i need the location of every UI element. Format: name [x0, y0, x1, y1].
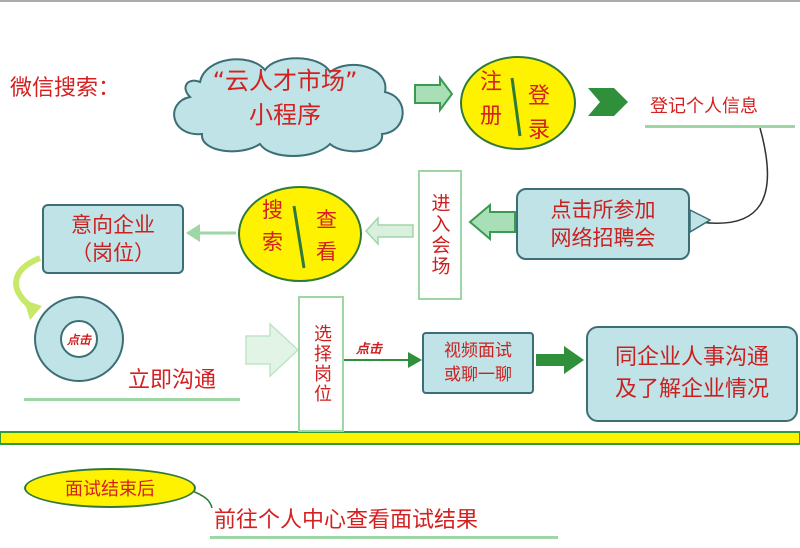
- instant-chat-label[interactable]: 立即沟通: [128, 368, 217, 393]
- enter-venue-box[interactable]: 进入会场: [418, 170, 462, 300]
- curve-to-fair: [699, 127, 769, 224]
- arrow-to-video-head: [408, 352, 422, 368]
- register-info-label: 登记个人信息: [650, 96, 758, 117]
- choose-position-box[interactable]: 选择岗位: [298, 296, 344, 432]
- video-line-1: 视频面试: [444, 341, 512, 361]
- search-bottom-char: 索: [262, 230, 283, 254]
- view-result-underline: [210, 536, 558, 539]
- hr-communication-box[interactable]: 同企业人事沟通 及了解企业情况: [586, 326, 798, 422]
- register-login-oval[interactable]: [460, 56, 576, 150]
- search-top-char: 搜: [262, 198, 283, 222]
- view-text: 查 看: [316, 204, 337, 268]
- video-line-2: 或聊一聊: [444, 365, 512, 385]
- click-fair-line-1: 点击所参加: [550, 198, 656, 222]
- chevron-to-info: [588, 88, 628, 116]
- curve-to-circle-head: [24, 300, 42, 320]
- divider-bar: [0, 431, 800, 445]
- arrow-to-venue: [468, 202, 516, 242]
- cloud-line-2: 小程序: [249, 101, 321, 129]
- hr-line-1: 同企业人事沟通: [614, 345, 769, 370]
- arrow-to-company-head: [186, 224, 200, 242]
- click-label-2: 点击: [356, 342, 383, 357]
- click-job-fair-box[interactable]: 点击所参加 网络招聘会: [516, 188, 690, 260]
- cloud-line-1: “云人才市场”: [212, 67, 358, 95]
- click-ring-center: 点击: [60, 320, 98, 358]
- hr-line-2: 及了解企业情况: [614, 377, 769, 402]
- curve-to-circle: [13, 255, 42, 309]
- after-interview-oval: 面试结束后: [24, 468, 196, 508]
- search-view-divider: [292, 205, 306, 269]
- instant-chat-underline: [24, 398, 240, 401]
- register-info-underline: [645, 125, 795, 128]
- login-text: 登 录: [528, 80, 550, 148]
- search-text: 搜 索: [262, 194, 283, 258]
- target-company-box[interactable]: 意向企业 （岗位）: [42, 204, 184, 274]
- register-bottom-char: 册: [480, 104, 503, 129]
- arrow-to-hr-head: [564, 346, 584, 374]
- view-result-label[interactable]: 前往个人中心查看面试结果: [214, 508, 479, 533]
- arrow-to-search: [364, 216, 414, 246]
- target-company-line-1: 意向企业: [71, 213, 155, 237]
- cloud-text: “云人才市场” 小程序: [175, 64, 395, 132]
- wechat-search-label: 微信搜索：: [10, 76, 121, 101]
- register-login-divider: [510, 77, 522, 137]
- cloud-shape: [173, 57, 404, 157]
- fair-pointer: [689, 208, 712, 234]
- arrow-to-choose: [245, 322, 300, 378]
- login-top-char: 登: [528, 84, 551, 109]
- view-bottom-char: 看: [316, 240, 337, 264]
- login-bottom-char: 录: [528, 118, 551, 143]
- view-top-char: 查: [316, 208, 337, 232]
- target-company-line-2: （岗位）: [71, 241, 155, 265]
- arrow-to-hr-body: [536, 354, 566, 366]
- arrow-to-register: [414, 75, 454, 113]
- click-fair-line-2: 网络招聘会: [550, 226, 656, 250]
- register-text: 注 册: [480, 66, 502, 134]
- register-top-char: 注: [480, 70, 503, 95]
- video-interview-box[interactable]: 视频面试 或聊一聊: [422, 332, 534, 394]
